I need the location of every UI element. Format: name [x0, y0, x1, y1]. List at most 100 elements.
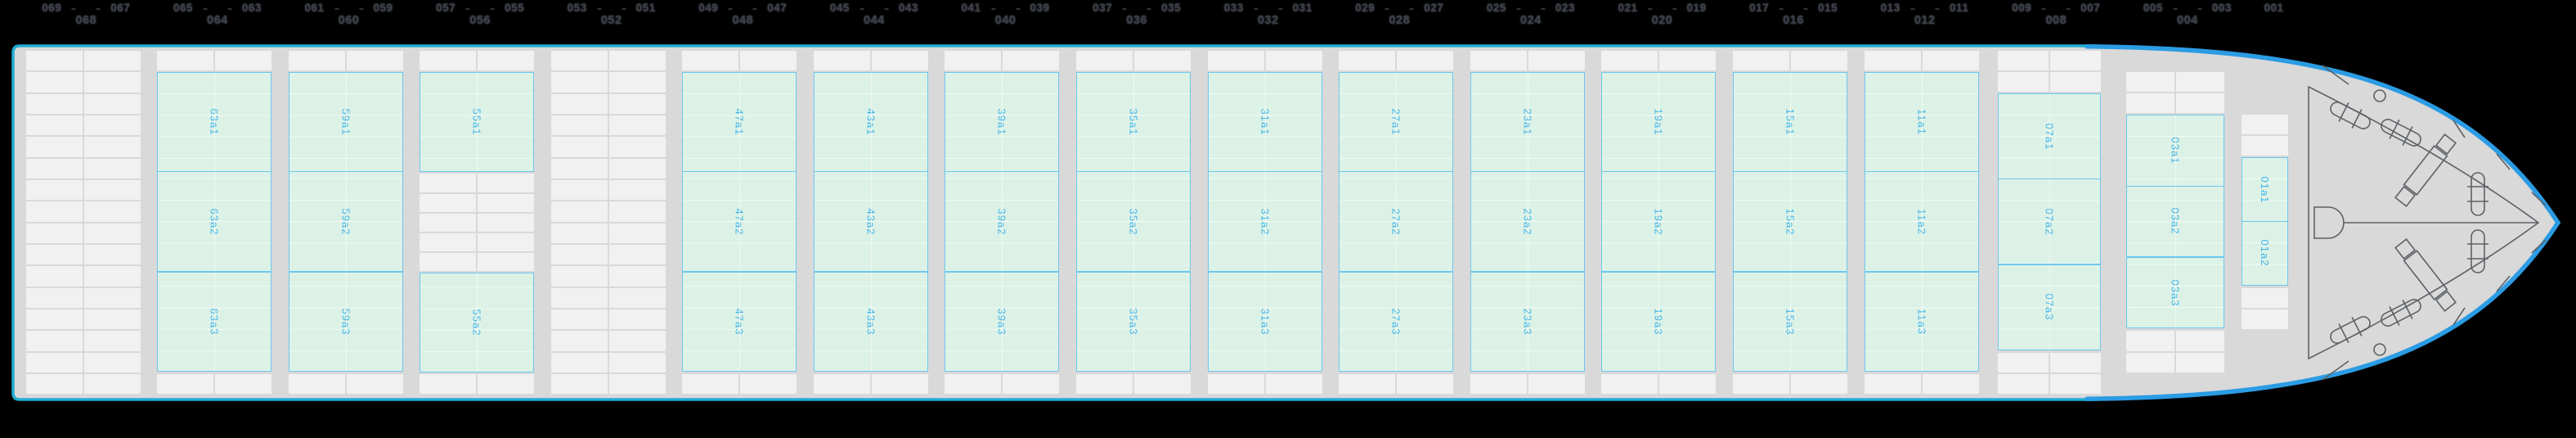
bay-number-even: 060 — [338, 14, 360, 27]
deck-cell — [551, 51, 608, 71]
deck-cell — [26, 287, 83, 308]
stowage-slot-31a3[interactable]: 31a3 — [1208, 271, 1322, 372]
stowage-slot-55a1[interactable]: 55a1 — [420, 72, 534, 173]
stowage-slot-27a1[interactable]: 27a1 — [1339, 72, 1453, 173]
stowage-slot-11a3[interactable]: 11a3 — [1865, 271, 1979, 372]
stowage-slot-23a1[interactable]: 23a1 — [1470, 72, 1585, 173]
stowage-slot-31a2[interactable]: 31a2 — [1208, 171, 1322, 272]
deck-cell — [1601, 374, 1658, 395]
deck-cell — [84, 352, 141, 373]
bay-cell-grid — [289, 51, 403, 71]
stowage-slot-31a1[interactable]: 31a1 — [1208, 72, 1322, 173]
stowage-slot-63a3[interactable]: 63a3 — [157, 271, 272, 372]
deck-cell — [609, 373, 666, 395]
bay-number-odd: 041 — [961, 2, 981, 14]
stowage-slot-43a2[interactable]: 43a2 — [814, 171, 928, 272]
deck-cell — [1865, 51, 1921, 71]
bay-number-even: 040 — [994, 14, 1016, 27]
deck-cell — [478, 233, 534, 251]
ruler-tick — [227, 8, 232, 10]
stowage-slot-27a2[interactable]: 27a2 — [1339, 171, 1453, 272]
stowage-slot-07a3[interactable]: 07a3 — [1998, 264, 2101, 350]
deck-cell — [84, 331, 141, 351]
bay-cell-grid — [1865, 374, 1979, 395]
deck-cell — [609, 201, 666, 222]
ruler-tick — [1672, 8, 1676, 10]
stowage-slot-15a2[interactable]: 15a2 — [1733, 171, 1847, 272]
ruler-tick — [203, 8, 208, 10]
stowage-slot-19a1[interactable]: 19a1 — [1601, 72, 1716, 173]
deck-cell — [1923, 51, 1979, 71]
bow-mooring-circle-icon — [2373, 343, 2386, 356]
stowage-slot-19a2[interactable]: 19a2 — [1601, 171, 1716, 272]
deck-cell — [551, 179, 608, 201]
stowage-slot-59a3[interactable]: 59a3 — [289, 271, 403, 372]
deck-cell — [26, 244, 83, 265]
stowage-slot-35a3[interactable]: 35a3 — [1076, 271, 1191, 372]
stowage-slot-55a2[interactable]: 55a2 — [420, 272, 534, 373]
stowage-slot-15a1[interactable]: 15a1 — [1733, 72, 1847, 173]
deck-cell — [682, 374, 738, 395]
deck-cell — [551, 93, 608, 114]
stowage-slot-63a1[interactable]: 63a1 — [157, 72, 272, 173]
deck-cell — [1923, 374, 1979, 395]
stowage-slot-01a2[interactable]: 01a2 — [2242, 221, 2288, 286]
bay-number-odd: 063 — [241, 2, 262, 14]
stowage-slot-35a1[interactable]: 35a1 — [1076, 72, 1191, 173]
mooring-winch-icon — [2467, 172, 2488, 216]
deck-cell — [551, 373, 608, 395]
stowage-slot-47a1[interactable]: 47a1 — [682, 72, 797, 173]
deck-cell — [1998, 373, 2049, 395]
stowage-slot-11a1[interactable]: 11a1 — [1865, 72, 1979, 173]
stowage-slot-03a3[interactable]: 03a3 — [2126, 257, 2224, 329]
stowage-slot-23a3[interactable]: 23a3 — [1470, 271, 1585, 372]
bay-number-odd: 015 — [1818, 2, 1838, 14]
stowage-slot-11a2[interactable]: 11a2 — [1865, 171, 1979, 272]
stowage-slot-03a1[interactable]: 03a1 — [2126, 115, 2224, 187]
bay-number-even: 008 — [2045, 14, 2067, 27]
bay-number-odd: 017 — [1749, 2, 1770, 14]
deck-cell — [1266, 374, 1322, 395]
stowage-slot-43a3[interactable]: 43a3 — [814, 271, 928, 372]
stowage-slot-43a1[interactable]: 43a1 — [814, 72, 928, 173]
deck-cell — [1601, 51, 1658, 71]
stowage-slot-15a3[interactable]: 15a3 — [1733, 271, 1847, 372]
deck-cell — [420, 51, 476, 71]
stowage-slot-01a1[interactable]: 01a1 — [2242, 157, 2288, 222]
stowage-slot-47a3[interactable]: 47a3 — [682, 271, 797, 372]
deck-cell — [740, 374, 797, 395]
deck-cell — [1208, 51, 1264, 71]
deck-cell — [347, 51, 403, 71]
deck-cell — [2050, 51, 2101, 71]
stowage-slot-19a3[interactable]: 19a3 — [1601, 271, 1716, 372]
stowage-slot-39a3[interactable]: 39a3 — [945, 271, 1059, 372]
bay-number-even: 032 — [1257, 14, 1279, 27]
stowage-slot-03a2[interactable]: 03a2 — [2126, 185, 2224, 258]
stowage-slot-39a2[interactable]: 39a2 — [945, 171, 1059, 272]
stowage-slot-07a1[interactable]: 07a1 — [1998, 93, 2101, 180]
stowage-slot-23a2[interactable]: 23a2 — [1470, 171, 1585, 272]
deck-cell — [1791, 51, 1847, 71]
stowage-slot-07a2[interactable]: 07a2 — [1998, 178, 2101, 264]
ruler-tick — [359, 8, 363, 10]
ruler-tick — [1803, 8, 1808, 10]
bay-number-odd: 061 — [304, 2, 325, 14]
deck-cell — [420, 193, 476, 212]
stowage-slot-27a3[interactable]: 27a3 — [1339, 271, 1453, 372]
stowage-slot-59a1[interactable]: 59a1 — [289, 72, 403, 173]
ruler-tick — [622, 8, 626, 10]
stowage-slot-35a2[interactable]: 35a2 — [1076, 171, 1191, 272]
stowage-slot-47a2[interactable]: 47a2 — [682, 171, 797, 272]
stowage-slot-63a2[interactable]: 63a2 — [157, 171, 272, 272]
stowage-slot-39a1[interactable]: 39a1 — [945, 72, 1059, 173]
bay-number-odd: 023 — [1555, 2, 1575, 14]
stowage-slot-59a2[interactable]: 59a2 — [289, 171, 403, 272]
deck-cell — [609, 244, 666, 265]
bow-mooring-circle-icon — [2373, 89, 2386, 102]
deck-cell — [84, 51, 141, 71]
deck-cell — [1003, 374, 1059, 395]
